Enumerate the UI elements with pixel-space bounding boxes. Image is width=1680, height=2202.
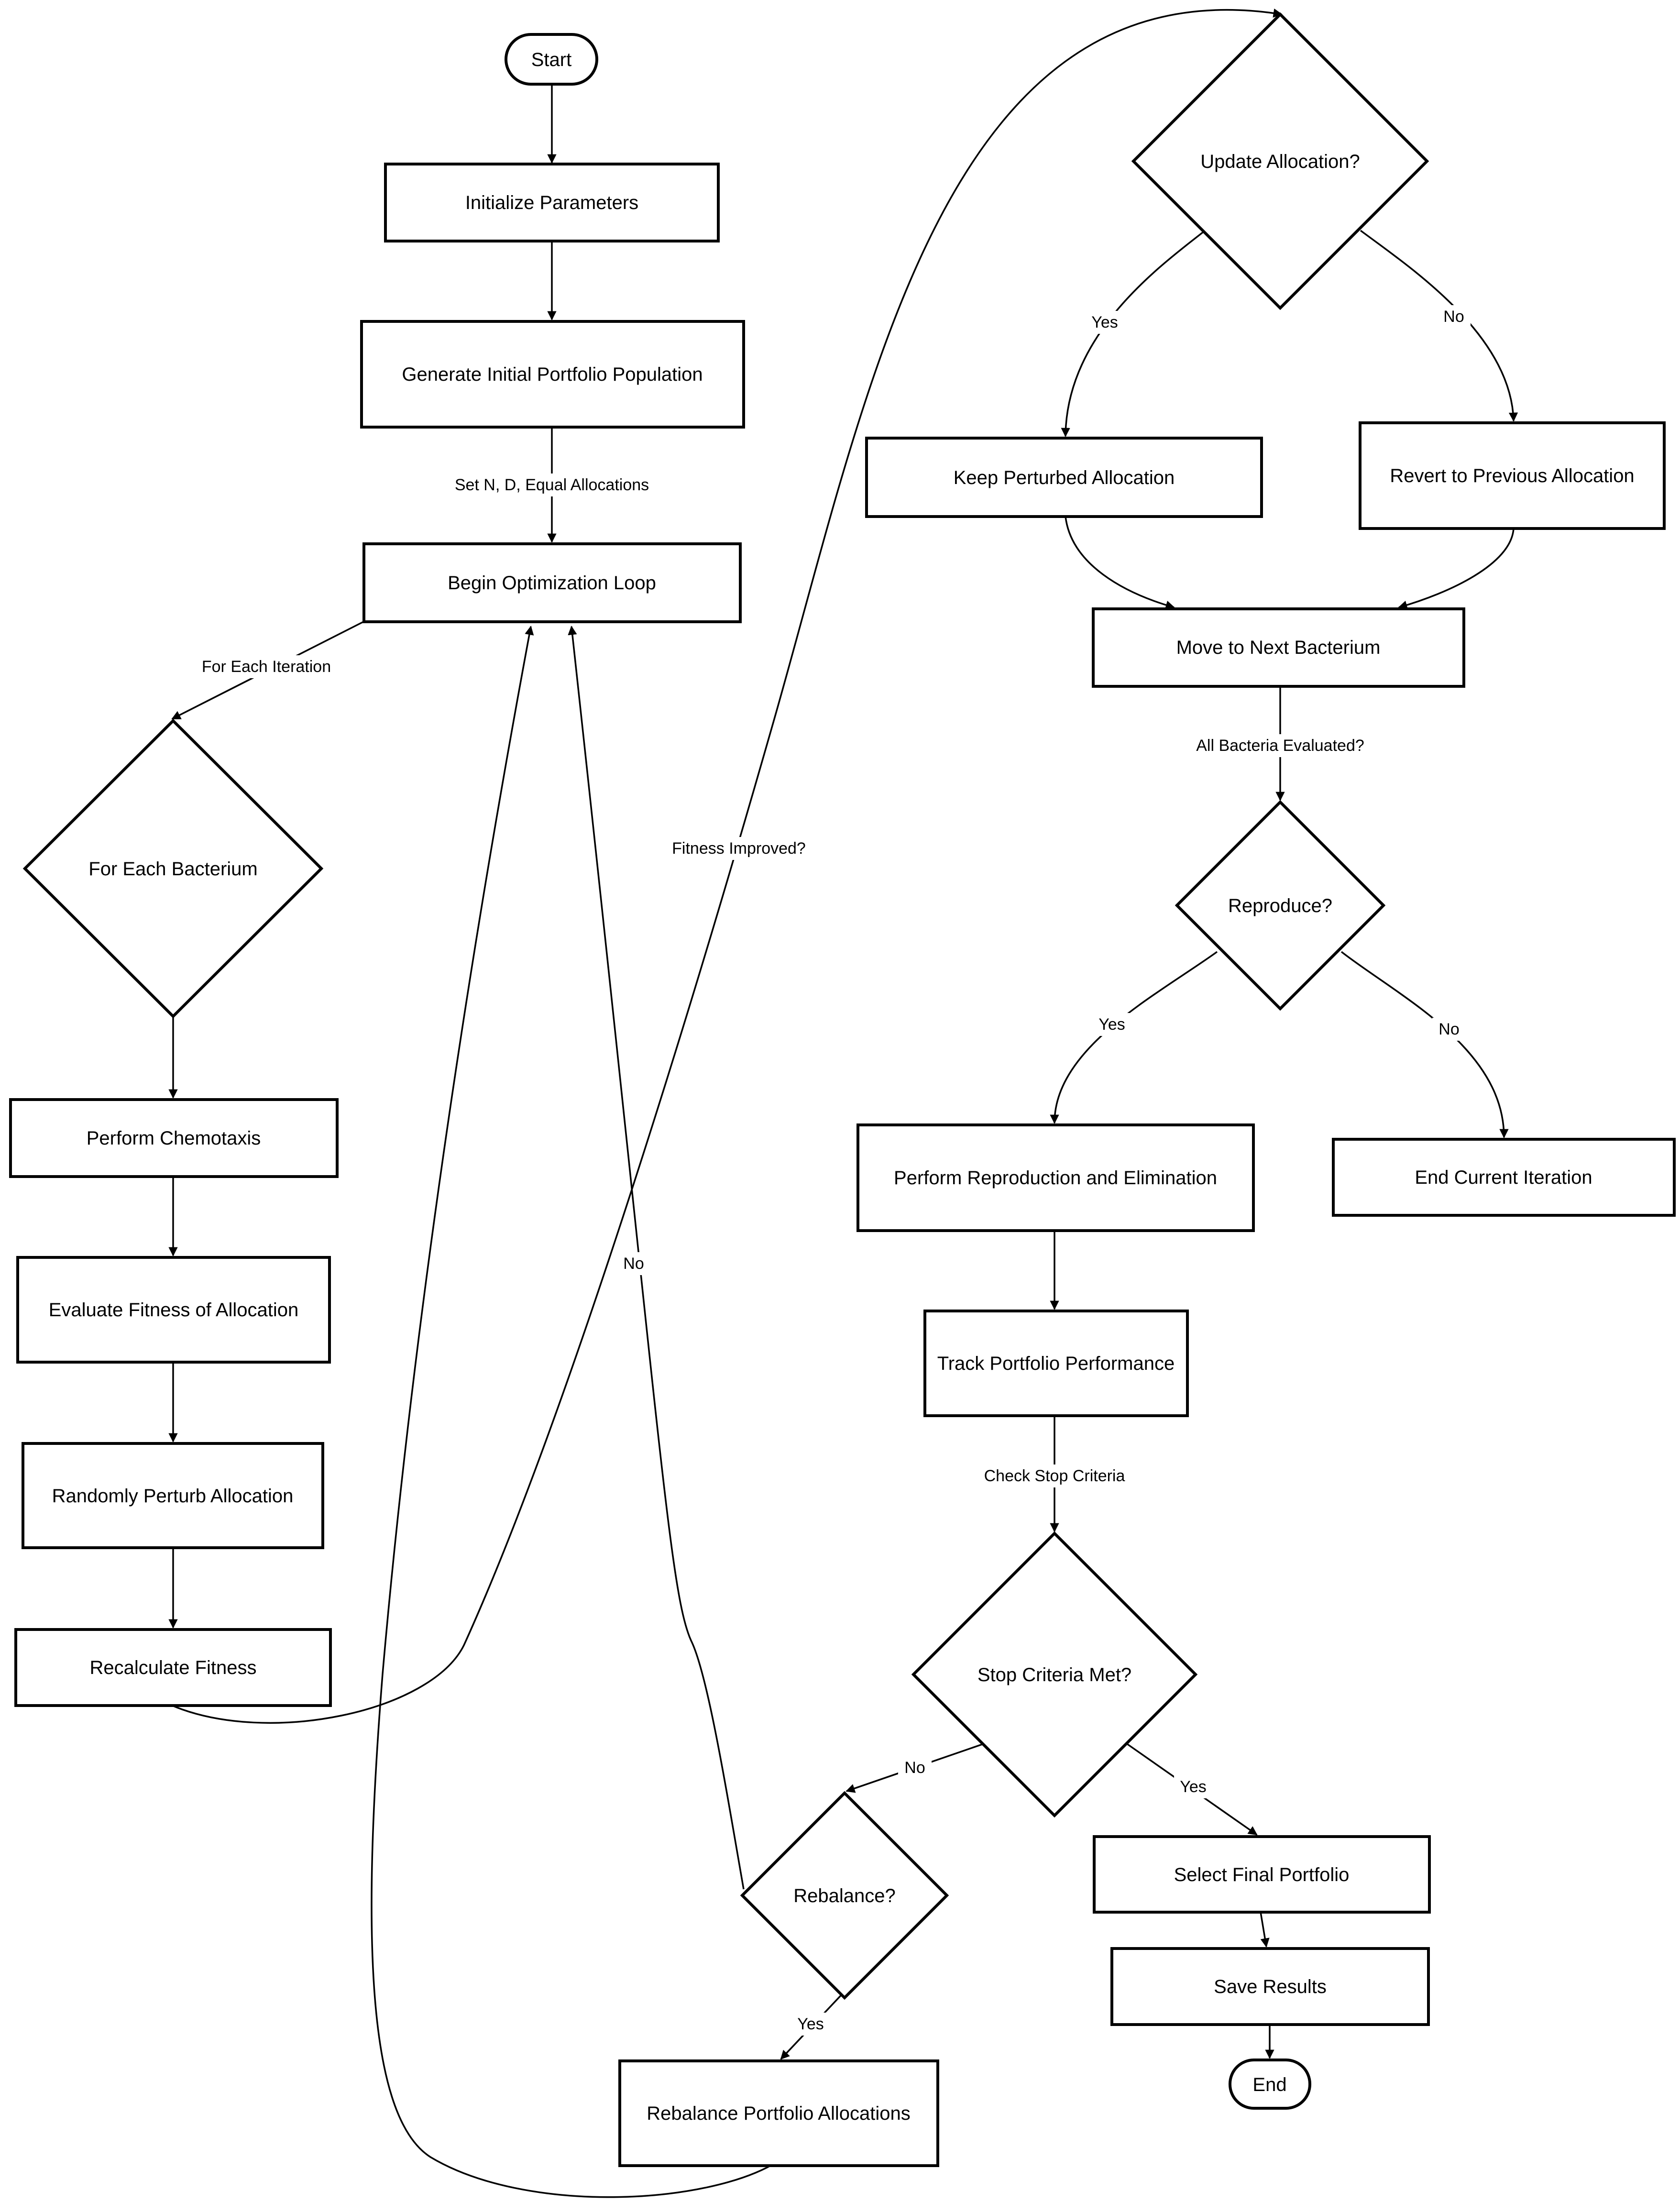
- label-stop-no: No: [904, 1759, 925, 1777]
- loop-node-label: Begin Optimization Loop: [448, 573, 656, 594]
- recalc-node[interactable]: [14, 1628, 332, 1707]
- stop-node-label: Stop Criteria Met?: [977, 1664, 1131, 1685]
- edge-select-save: [1260, 1912, 1270, 1948]
- label-repro-no: No: [1438, 1020, 1459, 1038]
- edge-reproduce-end-iter: [1340, 951, 1509, 1138]
- edges: [168, 8, 1518, 2198]
- select-node-label: Select Final Portfolio: [1174, 1864, 1350, 1885]
- perturb-node-label: Randomly Perturb Allocation: [52, 1486, 294, 1507]
- save-node-label: Save Results: [1214, 1976, 1327, 1997]
- rebalance-q-node-label: Rebalance?: [793, 1885, 896, 1906]
- edge-reproduce-repro-elim: [1050, 951, 1218, 1124]
- track-node[interactable]: [923, 1310, 1189, 1417]
- start-node-label: Start: [531, 49, 571, 70]
- update-node-label: Update Allocation?: [1200, 151, 1360, 172]
- label-rebalance-yes: Yes: [797, 2015, 824, 2033]
- update-node[interactable]: [1131, 12, 1429, 310]
- chemotaxis-node-label: Perform Chemotaxis: [87, 1128, 261, 1149]
- label-check-stop: Check Stop Criteria: [984, 1467, 1125, 1485]
- recalc-node-label: Recalculate Fitness: [89, 1657, 256, 1678]
- edge-update-keep: [1061, 230, 1206, 437]
- keep-node[interactable]: [865, 437, 1263, 518]
- next-node-label: Move to Next Bacterium: [1176, 637, 1381, 658]
- loop-node[interactable]: [362, 542, 742, 623]
- rebalance-do-node[interactable]: [618, 2059, 939, 2167]
- revert-node[interactable]: [1359, 421, 1666, 530]
- chemotaxis-node[interactable]: [9, 1098, 339, 1178]
- revert-node-label: Revert to Previous Allocation: [1390, 465, 1634, 486]
- label-rebalance-no: No: [623, 1255, 644, 1273]
- perturb-node[interactable]: [22, 1442, 324, 1549]
- label-fitness-improved: Fitness Improved?: [672, 839, 806, 858]
- save-node[interactable]: [1110, 1947, 1430, 2026]
- rebalance-q-node[interactable]: [740, 1791, 949, 2000]
- select-node[interactable]: [1093, 1835, 1431, 1914]
- evaluate-node-label: Evaluate Fitness of Allocation: [49, 1299, 299, 1321]
- label-for-each-iteration: For Each Iteration: [202, 658, 331, 676]
- repro-elim-node[interactable]: [856, 1123, 1255, 1232]
- track-node-label: Track Portfolio Performance: [937, 1353, 1175, 1374]
- label-repro-yes: Yes: [1098, 1015, 1125, 1034]
- end-iter-node[interactable]: [1332, 1138, 1676, 1217]
- each-bacterium-node[interactable]: [22, 718, 324, 1019]
- edge-keep-next: [1065, 516, 1175, 610]
- edge-rebalance-loop: [568, 626, 745, 1890]
- reproduce-node-label: Reproduce?: [1228, 895, 1332, 916]
- init-node-label: Initialize Parameters: [465, 192, 638, 213]
- end-node[interactable]: [1229, 2059, 1311, 2110]
- repro-elim-node-label: Perform Reproduction and Elimination: [894, 1167, 1217, 1189]
- each-bacterium-node-label: For Each Bacterium: [88, 859, 257, 880]
- generate-node-label: Generate Initial Portfolio Population: [402, 364, 703, 385]
- start-node[interactable]: [505, 33, 598, 86]
- nodes: Start Initialize Parameters Generate Ini…: [9, 12, 1676, 2167]
- end-node-label: End: [1252, 2074, 1286, 2095]
- edge-recalc-update: [172, 8, 1283, 1724]
- rebalance-do-node-label: Rebalance Portfolio Allocations: [647, 2103, 910, 2124]
- label-set-n-d: Set N, D, Equal Allocations: [455, 476, 649, 494]
- reproduce-node[interactable]: [1175, 800, 1386, 1011]
- edge-rebalance-do-loop: [371, 626, 778, 2198]
- end-iter-node-label: End Current Iteration: [1415, 1167, 1592, 1188]
- label-update-no: No: [1443, 308, 1464, 326]
- edge-labels: Set N, D, Equal Allocations For Each Ite…: [194, 305, 1471, 2036]
- generate-node[interactable]: [360, 320, 745, 429]
- label-stop-yes: Yes: [1180, 1778, 1206, 1796]
- next-node[interactable]: [1092, 607, 1465, 688]
- edge-revert-next: [1398, 528, 1515, 610]
- evaluate-node[interactable]: [16, 1256, 331, 1364]
- init-node[interactable]: [384, 163, 720, 242]
- stop-node[interactable]: [911, 1531, 1198, 1818]
- keep-node-label: Keep Perturbed Allocation: [954, 467, 1175, 488]
- label-all-evaluated: All Bacteria Evaluated?: [1196, 737, 1364, 755]
- label-update-yes: Yes: [1091, 313, 1118, 331]
